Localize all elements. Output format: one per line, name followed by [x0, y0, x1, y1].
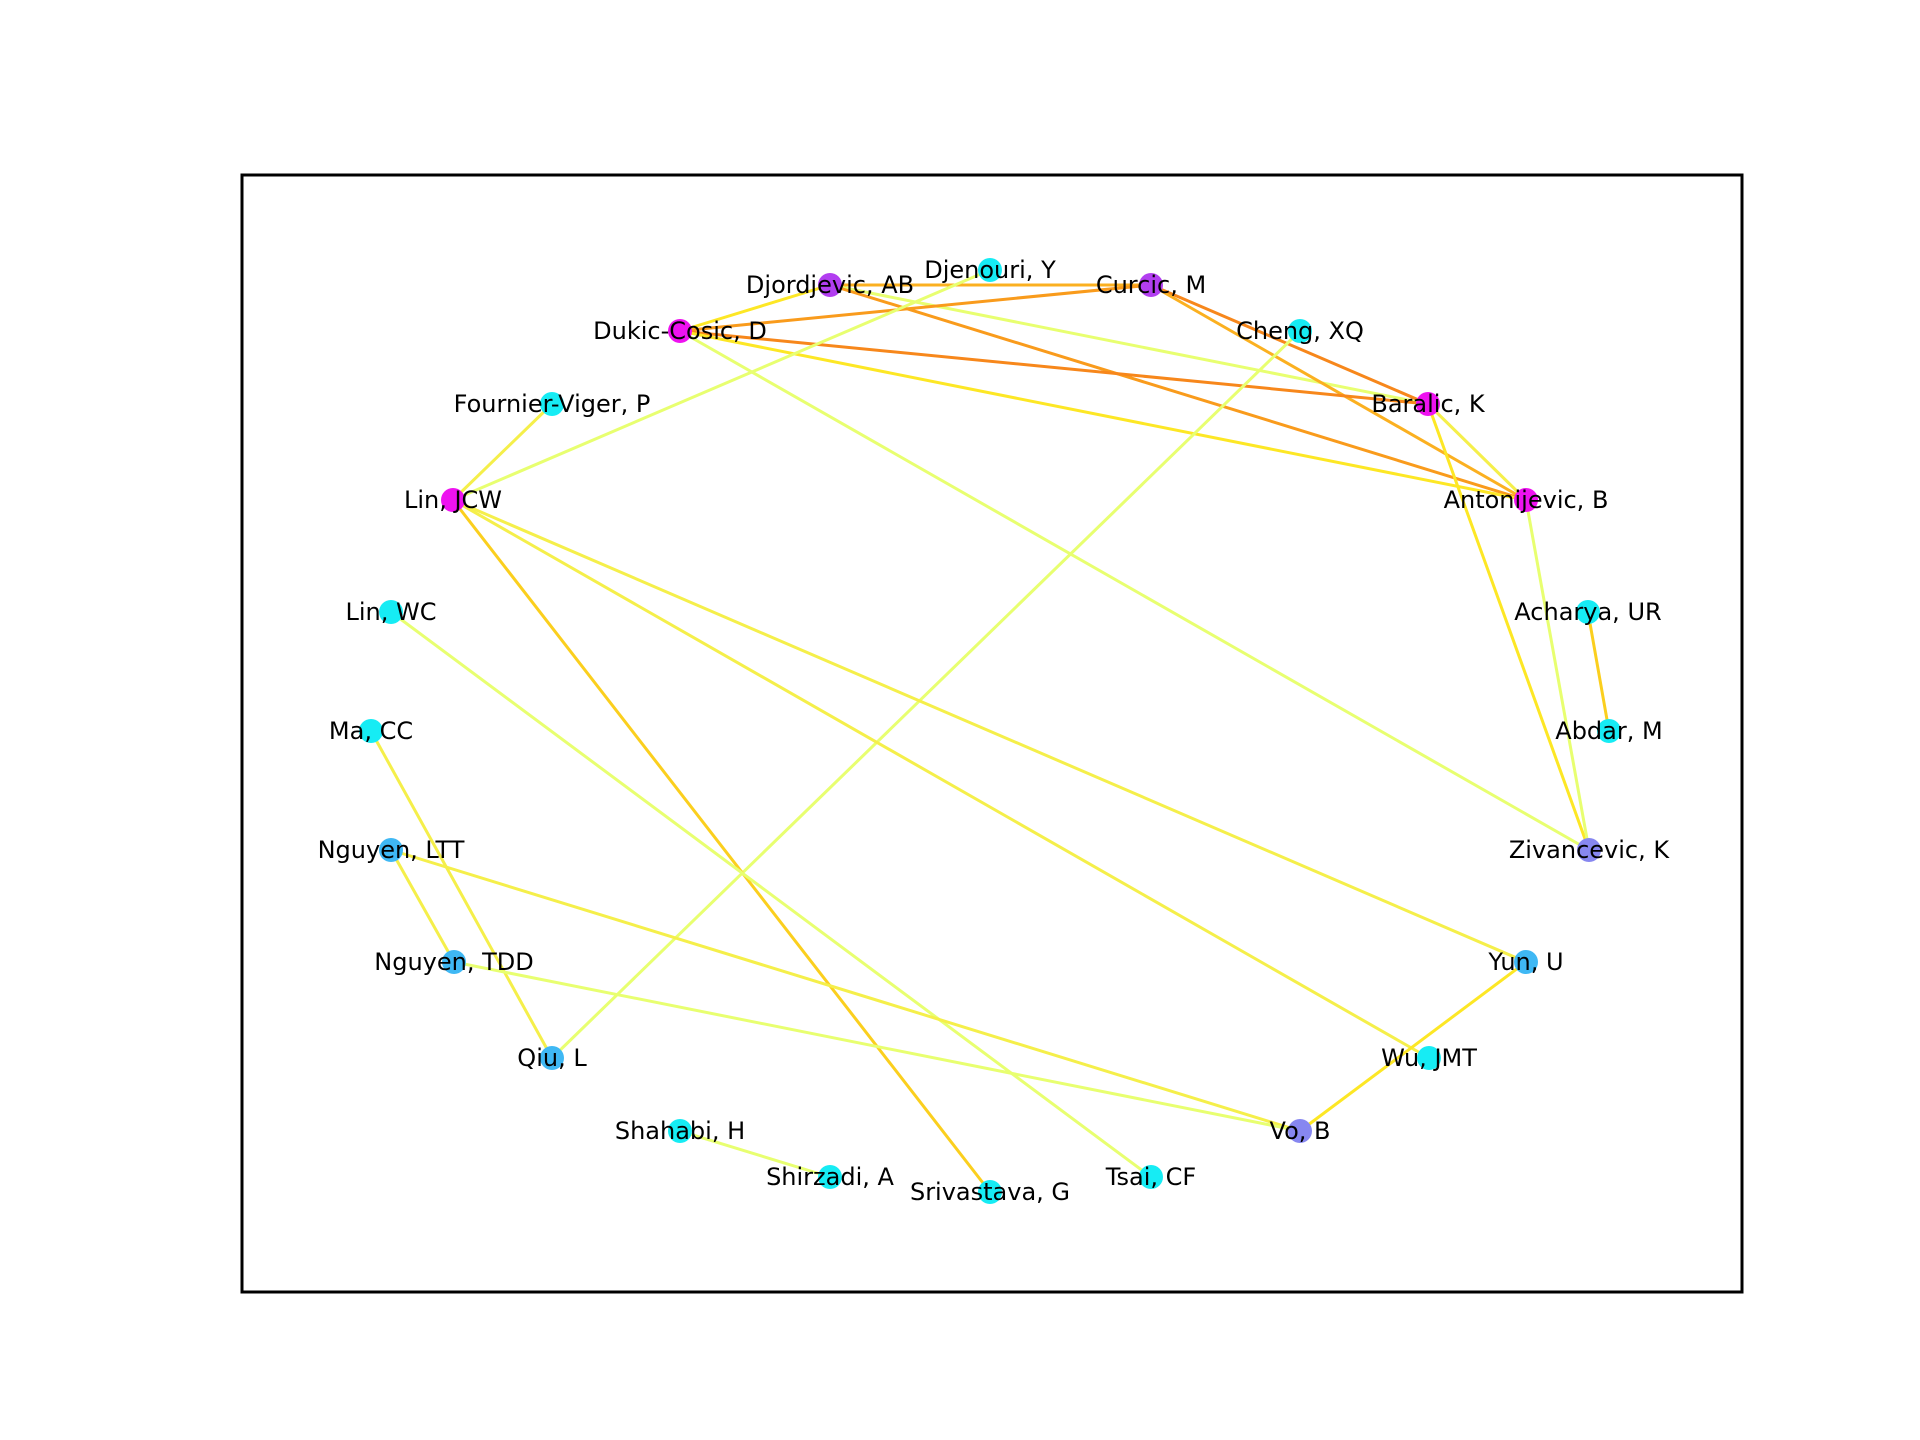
node-label-curcic: Curcic, M [1096, 271, 1206, 299]
node-label-nguyenltt: Nguyen, LTT [318, 836, 465, 864]
node-label-wu: Wu, JMT [1381, 1044, 1477, 1072]
node-label-djenouri: Djenouri, Y [924, 256, 1056, 284]
node-tsai [1139, 1165, 1163, 1189]
node-cheng [1288, 319, 1312, 343]
node-label-srivastava: Srivastava, G [910, 1178, 1070, 1206]
edge-djordjevic-baralic [828, 283, 1430, 406]
edge-curcic-antonijevic [1149, 283, 1528, 502]
node-baralic [1416, 392, 1440, 416]
node-wu [1417, 1046, 1441, 1070]
labels-layer: Djordjevic, AB Djenouri, Y Curcic, M Dukic-… [318, 256, 1671, 1206]
node-label-fournier: Fournier-Viger, P [454, 390, 651, 418]
edge-dukic-zivancevic [678, 329, 1591, 852]
edge-baralic-antonijevic [1426, 402, 1528, 502]
nodes-layer [359, 258, 1621, 1204]
edge-yun-vo [1298, 960, 1528, 1133]
node-srivastava [978, 1180, 1002, 1204]
edge-nguyenltt-vo [389, 848, 1302, 1133]
edge-nguyentdd-vo [452, 960, 1302, 1133]
edge-dukic-antonijevic [678, 329, 1528, 502]
node-label-baralic: Baralic, K [1371, 390, 1486, 418]
edge-linwc-tsai [389, 610, 1153, 1179]
node-label-linwc: Lin, WC [346, 598, 437, 626]
node-qiu [540, 1046, 564, 1070]
edge-dukic-baralic [678, 329, 1430, 406]
node-label-acharya: Acharya, UR [1514, 598, 1661, 626]
node-label-vo: Vo, B [1270, 1117, 1331, 1145]
node-macc [359, 719, 383, 743]
node-yun [1514, 950, 1538, 974]
node-label-djordjevic: Djordjevic, AB [746, 271, 914, 299]
edge-acharya-abdar [1586, 610, 1611, 733]
node-zivancevic [1577, 838, 1601, 862]
node-shirzadi [818, 1165, 842, 1189]
edge-antonijevic-zivancevic [1524, 498, 1591, 852]
edge-curcic-dukic [678, 283, 1153, 333]
node-curcic [1139, 273, 1163, 297]
edge-linjcw-srivastava [451, 498, 992, 1194]
node-linwc [379, 600, 403, 624]
edge-curcic-baralic [1149, 283, 1430, 406]
node-djordjevic [818, 273, 842, 297]
node-antonijevic [1514, 488, 1538, 512]
axes-frame [240, 173, 1744, 1294]
edge-shahabi-shirzadi [678, 1129, 832, 1179]
node-acharya [1576, 600, 1600, 624]
edge-macc-qiu [369, 729, 554, 1060]
edge-baralic-zivancevic [1426, 402, 1591, 852]
node-shahabi [668, 1119, 692, 1143]
node-label-shahabi: Shahabi, H [615, 1117, 745, 1145]
node-label-tsai: Tsai, CF [1105, 1163, 1196, 1191]
edge-djordjevic-dukic [678, 283, 832, 333]
edge-linjcw-wu [451, 498, 1431, 1060]
node-label-dukic: Dukic-Cosic, D [593, 317, 767, 345]
node-label-shirzadi: Shirzadi, A [766, 1163, 894, 1191]
edge-nguyenltt-nguyentdd [389, 848, 456, 964]
node-fournier [540, 392, 564, 416]
edge-djenouri-linjcw [451, 268, 992, 502]
node-nguyenltt [379, 838, 403, 862]
node-label-antonijevic: Antonijevic, B [1444, 486, 1609, 514]
node-label-nguyentdd: Nguyen, TDD [374, 948, 533, 976]
edge-djordjevic-antonijevic [828, 283, 1528, 502]
node-label-abdar: Abdar, M [1555, 717, 1662, 745]
node-label-yun: Yun, U [1487, 948, 1563, 976]
node-dukic [668, 319, 692, 343]
edge-fournier-linjcw [451, 402, 554, 502]
node-nguyentdd [442, 950, 466, 974]
edges-layer [369, 268, 1611, 1194]
edge-linjcw-yun [451, 498, 1528, 964]
node-label-macc: Ma, CC [329, 717, 413, 745]
node-label-qiu: Qiu, L [517, 1044, 587, 1072]
node-abdar [1597, 719, 1621, 743]
node-label-linjcw: Lin, JCW [404, 486, 502, 514]
node-label-cheng: Cheng, XQ [1236, 317, 1364, 345]
node-linjcw [441, 488, 465, 512]
node-vo [1288, 1119, 1312, 1143]
node-djenouri [978, 258, 1002, 282]
node-label-zivancevic: Zivancevic, K [1509, 836, 1671, 864]
